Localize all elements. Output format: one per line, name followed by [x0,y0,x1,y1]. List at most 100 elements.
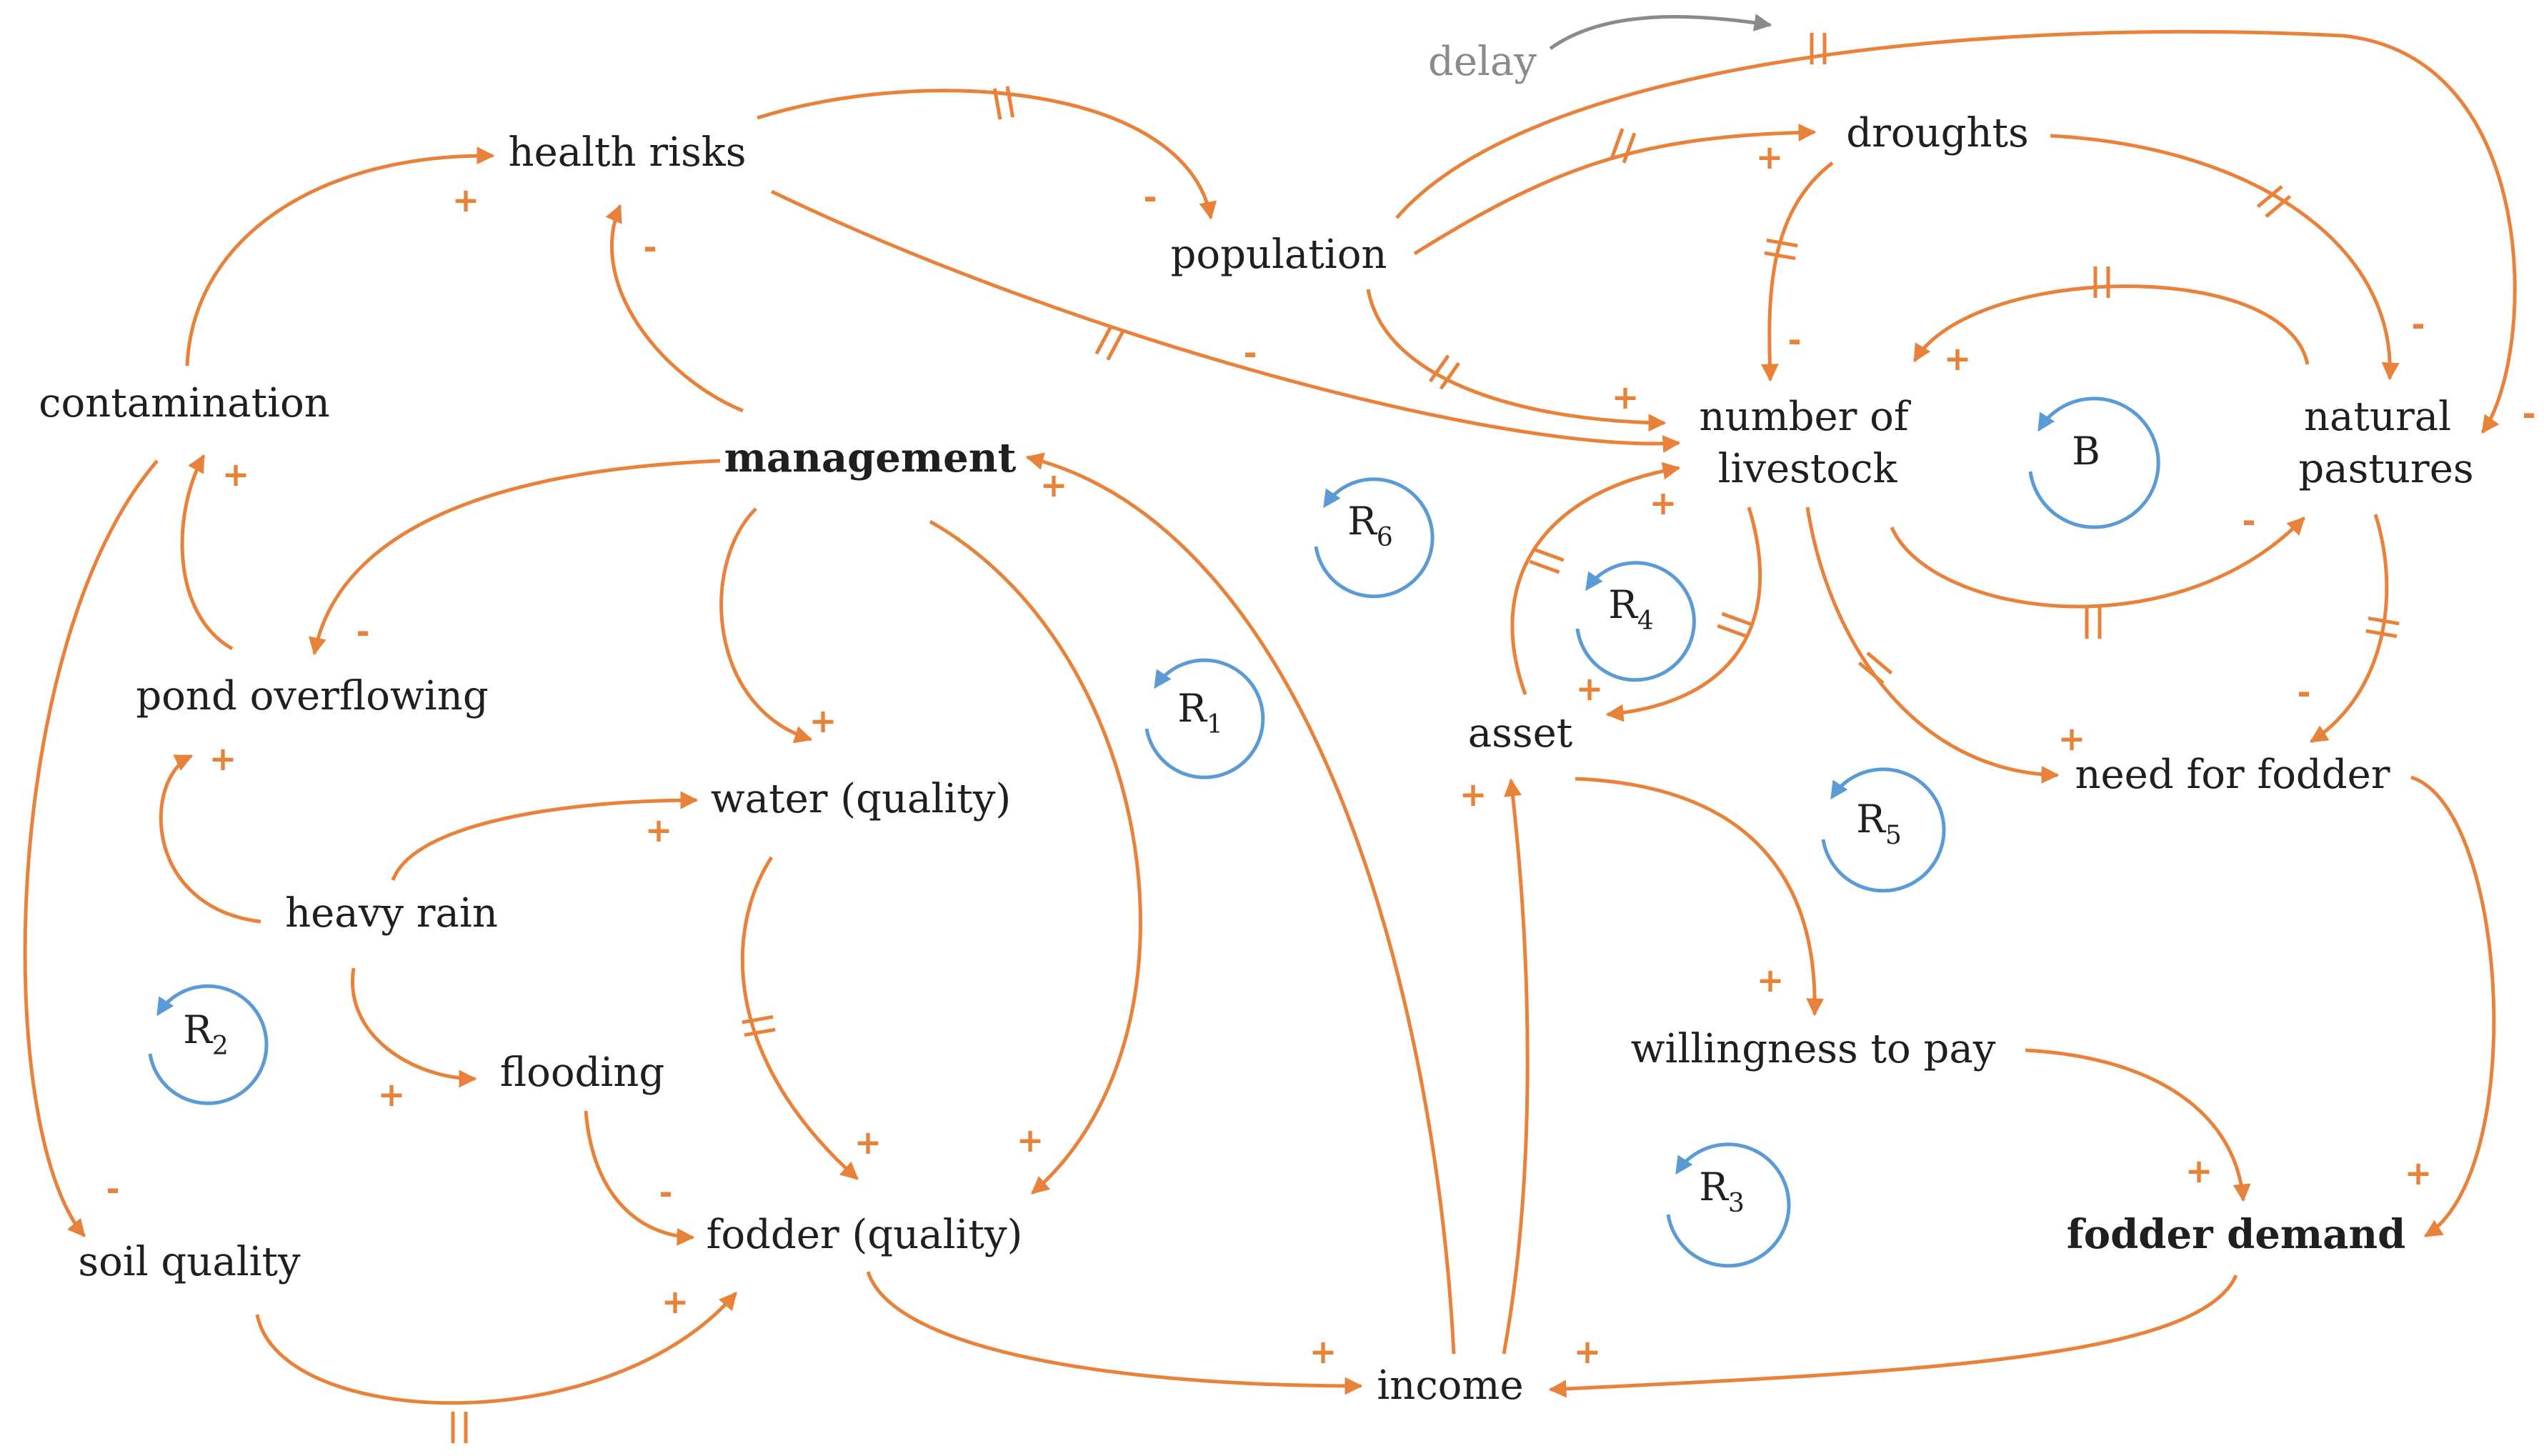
link-health-risks-livestock [770,189,1681,453]
node-pond-overflowing: pond overflowing [136,673,488,719]
loop-letter: R [1608,582,1638,627]
polarity-plus: + [1757,961,1785,999]
causal-links [23,14,2517,1405]
polarity-plus: + [1756,138,1784,176]
loop-marker-r5: R5 [1821,767,1946,893]
delay-mark [1810,33,1827,64]
link-natural-pastures-livestock [1912,284,2310,365]
polarity-plus: + [854,1123,882,1162]
delay-label: delay [1428,39,1537,85]
delay-mark [1529,547,1565,574]
node-soil-quality: soil quality [78,1239,301,1285]
delay-mark [2365,616,2400,639]
link-income-asset [1502,778,1530,1355]
loop-marker-r2: R2 [148,984,269,1105]
node-management: management [724,434,1017,482]
polarity-signs: + - - - + + - + - - - + + + - + - + + + … [106,138,2535,1371]
svg-text:R6: R6 [1347,499,1393,552]
node-number-of-livestock-line1: number of [1699,394,1912,440]
link-population-natural-pastures [1395,29,2517,434]
polarity-minus: - [659,1173,672,1212]
polarity-plus: + [2058,719,2086,758]
link-income-management [1025,452,1456,1355]
loop-subscript: 1 [1207,710,1223,739]
node-fodder-demand: fodder demand [2067,1211,2406,1258]
link-population-livestock [1366,289,1667,432]
node-health-risks: health risks [509,129,747,176]
node-population: population [1171,231,1387,278]
link-management-pond [309,459,721,656]
svg-text:R5: R5 [1856,797,1902,850]
loop-marker-r3: R3 [1666,1142,1791,1268]
link-contamination-health-risks [185,146,495,367]
polarity-plus: + [809,702,837,740]
delay-mark [742,1014,776,1037]
delay-mark [992,86,1015,120]
svg-text:R2: R2 [183,1007,229,1061]
polarity-plus: + [2405,1154,2433,1192]
loop-subscript: 4 [1637,607,1654,636]
polarity-plus: + [222,455,250,494]
svg-text:B: B [2072,429,2100,474]
node-water-quality: water (quality) [711,776,1012,822]
polarity-plus: + [1017,1121,1044,1160]
delay-mark [2093,266,2110,298]
polarity-minus: - [1143,178,1157,216]
link-water-fodder [740,856,859,1180]
polarity-plus: + [2185,1152,2213,1190]
polarity-plus: + [1612,378,1640,417]
variables: delay health risks population droughts c… [39,39,2473,1409]
node-natural-pastures-line1: natural [2304,394,2451,440]
link-livestock-natural-pastures [1890,517,2305,609]
polarity-plus: + [378,1075,406,1114]
polarity-plus: + [1944,339,1972,378]
loop-subscript: 2 [212,1032,229,1061]
delay-mark [451,1412,468,1443]
link-asset-willingness [1575,777,1825,1017]
link-population-droughts [1413,123,1817,256]
node-income: income [1377,1362,1523,1409]
polarity-plus: + [1310,1332,1337,1371]
polarity-plus: + [645,811,673,849]
link-livestock-asset [1605,507,1762,722]
polarity-plus: + [1040,466,1068,504]
delay-pointer [1549,14,1772,51]
link-livestock-need-for-fodder [1805,507,2060,784]
link-flooding-fodder [584,1110,695,1246]
polarity-plus: + [1650,484,1677,522]
link-management-water [719,507,813,744]
polarity-minus: - [106,1170,119,1208]
node-natural-pastures-line2: pastures [2298,446,2473,492]
svg-text:R1: R1 [1177,686,1223,739]
node-contamination: contamination [39,380,330,427]
polarity-minus: - [1787,321,1801,359]
loop-markers: R1 R2 R3 R4 R5 R6 B [148,397,2160,1268]
link-management-health-risks [605,204,744,413]
polarity-plus: + [1460,775,1487,814]
node-flooding: flooding [500,1049,664,1096]
delay-mark [1428,354,1461,390]
link-fodder-demand-income [1548,1274,2238,1398]
link-heavy-rain-flooding [351,967,477,1088]
node-number-of-livestock-line2: livestock [1718,446,1898,492]
link-contamination-soil [23,459,159,1237]
link-droughts-livestock [1760,161,1834,382]
loop-letter: R [183,1007,213,1052]
loop-marker-r6: R6 [1314,477,1435,599]
polarity-minus: - [2242,502,2255,540]
loop-letter: R [1699,1165,1729,1210]
loop-marker-b: B [2028,397,2160,529]
polarity-minus: - [356,612,369,651]
link-asset-livestock [1510,462,1681,695]
polarity-plus: + [209,739,237,778]
loop-marker-r1: R1 [1144,658,1265,779]
loop-letter: B [2072,429,2100,474]
link-pond-contamination [180,454,234,651]
link-willingness-fodder-demand [2025,1048,2251,1202]
polarity-minus: - [1243,334,1257,372]
link-management-fodder [929,519,1142,1195]
polarity-plus: + [1574,1332,1602,1371]
polarity-plus: + [1576,669,1604,708]
delay-mark [2256,185,2292,218]
